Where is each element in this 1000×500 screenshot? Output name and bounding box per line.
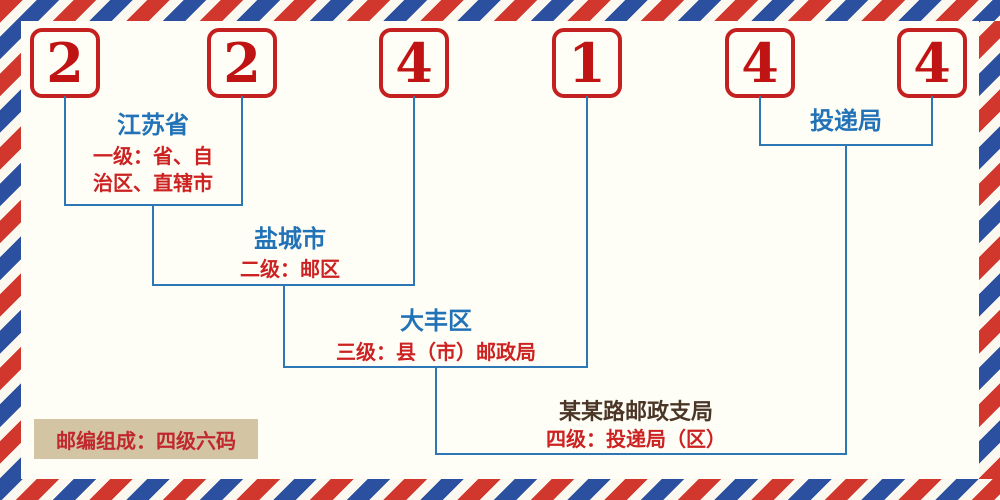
connector-line bbox=[435, 366, 437, 455]
connector-line bbox=[241, 96, 243, 205]
postal-digit-6: 4 bbox=[913, 31, 951, 95]
postal-digit-1: 2 bbox=[46, 31, 84, 95]
delivery-office-label: 投递局 bbox=[810, 107, 882, 135]
connector-line bbox=[931, 96, 933, 145]
postal-digit-box-6: 4 bbox=[897, 28, 967, 98]
postal-code-composition-badge: 邮编组成：四级六码 bbox=[34, 419, 258, 459]
postal-digit-4: 1 bbox=[568, 31, 606, 95]
badge-text: 邮编组成：四级六码 bbox=[56, 428, 236, 453]
connector-line bbox=[586, 96, 588, 368]
level2-city-name: 盐城市 bbox=[254, 225, 326, 253]
connector-line bbox=[152, 204, 154, 285]
airmail-border-bottom bbox=[0, 479, 1000, 500]
level3-desc: 三级：县（市）邮政局 bbox=[336, 340, 536, 364]
postal-digit-2: 2 bbox=[223, 31, 261, 95]
postal-digit-box-4: 1 bbox=[552, 28, 622, 98]
postal-digit-5: 4 bbox=[741, 31, 779, 95]
connector-line bbox=[413, 96, 415, 285]
postal-digit-3: 4 bbox=[395, 31, 433, 95]
airmail-border-top bbox=[0, 0, 1000, 21]
connector-line bbox=[845, 144, 847, 455]
postal-digit-box-3: 4 bbox=[379, 28, 449, 98]
connector-line bbox=[759, 96, 761, 145]
connector-line bbox=[64, 96, 66, 205]
level4-desc: 四级：投递局（区） bbox=[546, 427, 726, 451]
level3-district-name: 大丰区 bbox=[400, 307, 472, 335]
airmail-border-right bbox=[979, 0, 1000, 500]
level4-branch-name: 某某路邮政支局 bbox=[558, 400, 713, 425]
level1-region-name: 江苏省 bbox=[117, 111, 189, 139]
level1-desc-line1: 一级：省、自 bbox=[93, 144, 213, 168]
level1-desc-line2: 治区、直辖市 bbox=[93, 171, 213, 195]
connector-line bbox=[283, 284, 285, 368]
postal-digit-box-5: 4 bbox=[725, 28, 795, 98]
postal-digit-box-2: 2 bbox=[207, 28, 277, 98]
postal-digit-box-1: 2 bbox=[30, 28, 100, 98]
level2-desc: 二级：邮区 bbox=[240, 257, 340, 281]
connector-line bbox=[435, 453, 847, 455]
airmail-border-left bbox=[0, 0, 21, 500]
level1-desc: 一级：省、自 治区、直辖市 bbox=[78, 143, 228, 197]
